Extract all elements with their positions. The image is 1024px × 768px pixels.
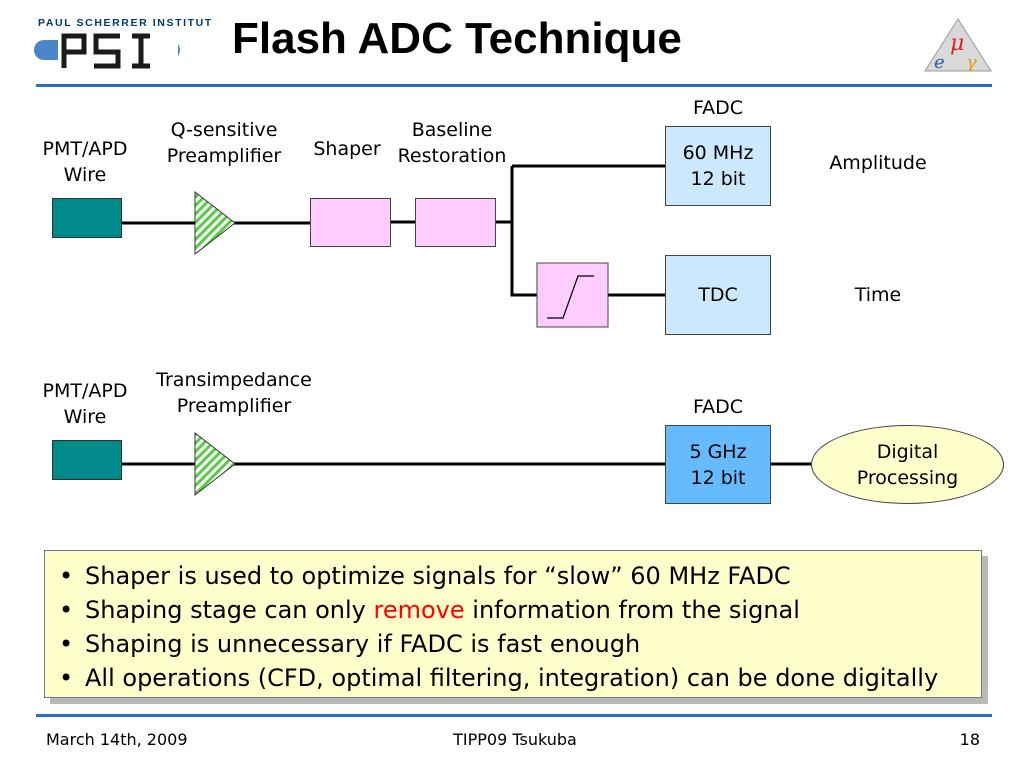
logo-institute-name: PAUL SCHERRER INSTITUT [38, 17, 213, 29]
shaper-block [310, 198, 391, 247]
svg-text:μ: μ [950, 31, 964, 56]
slide-title: Flash ADC Technique [232, 14, 682, 63]
bullet-item: Shaping stage can only remove informatio… [59, 593, 971, 627]
bullet-item: Shaping is unnecessary if FADC is fast e… [59, 627, 971, 661]
footer-event: TIPP09 Tsukuba [453, 730, 577, 749]
psi-logo [34, 30, 180, 70]
mu-e-gamma-logo: μ e γ [924, 18, 992, 73]
time-label: Time [854, 284, 902, 306]
footer-date: March 14th, 2009 [46, 730, 188, 749]
top-fadc-header: FADC [692, 97, 744, 119]
discriminator-symbol [536, 262, 609, 328]
q-sensitive-preamp-symbol [194, 190, 236, 256]
baseline-restoration-block [415, 198, 496, 247]
top-detector-block [52, 198, 122, 238]
bottom-fadc-header: FADC [692, 396, 744, 418]
bottom-detector-block [52, 440, 122, 480]
footer-rule [36, 714, 992, 717]
tdc-block: TDC [665, 255, 771, 335]
title-rule [36, 84, 992, 87]
footer-page-number: 18 [959, 730, 980, 749]
summary-note-box: Shaper is used to optimize signals for “… [44, 550, 982, 698]
bullet-item: All operations (CFD, optimal filtering, … [59, 661, 971, 695]
svg-text:γ: γ [966, 52, 977, 73]
bullet-item: Shaper is used to optimize signals for “… [59, 559, 971, 593]
shaper-label: Shaper [313, 138, 381, 160]
transimpedance-preamp-symbol [194, 431, 236, 497]
amplitude-label: Amplitude [829, 152, 927, 174]
remove-highlight: remove [373, 596, 465, 624]
svg-text:e: e [934, 52, 945, 73]
